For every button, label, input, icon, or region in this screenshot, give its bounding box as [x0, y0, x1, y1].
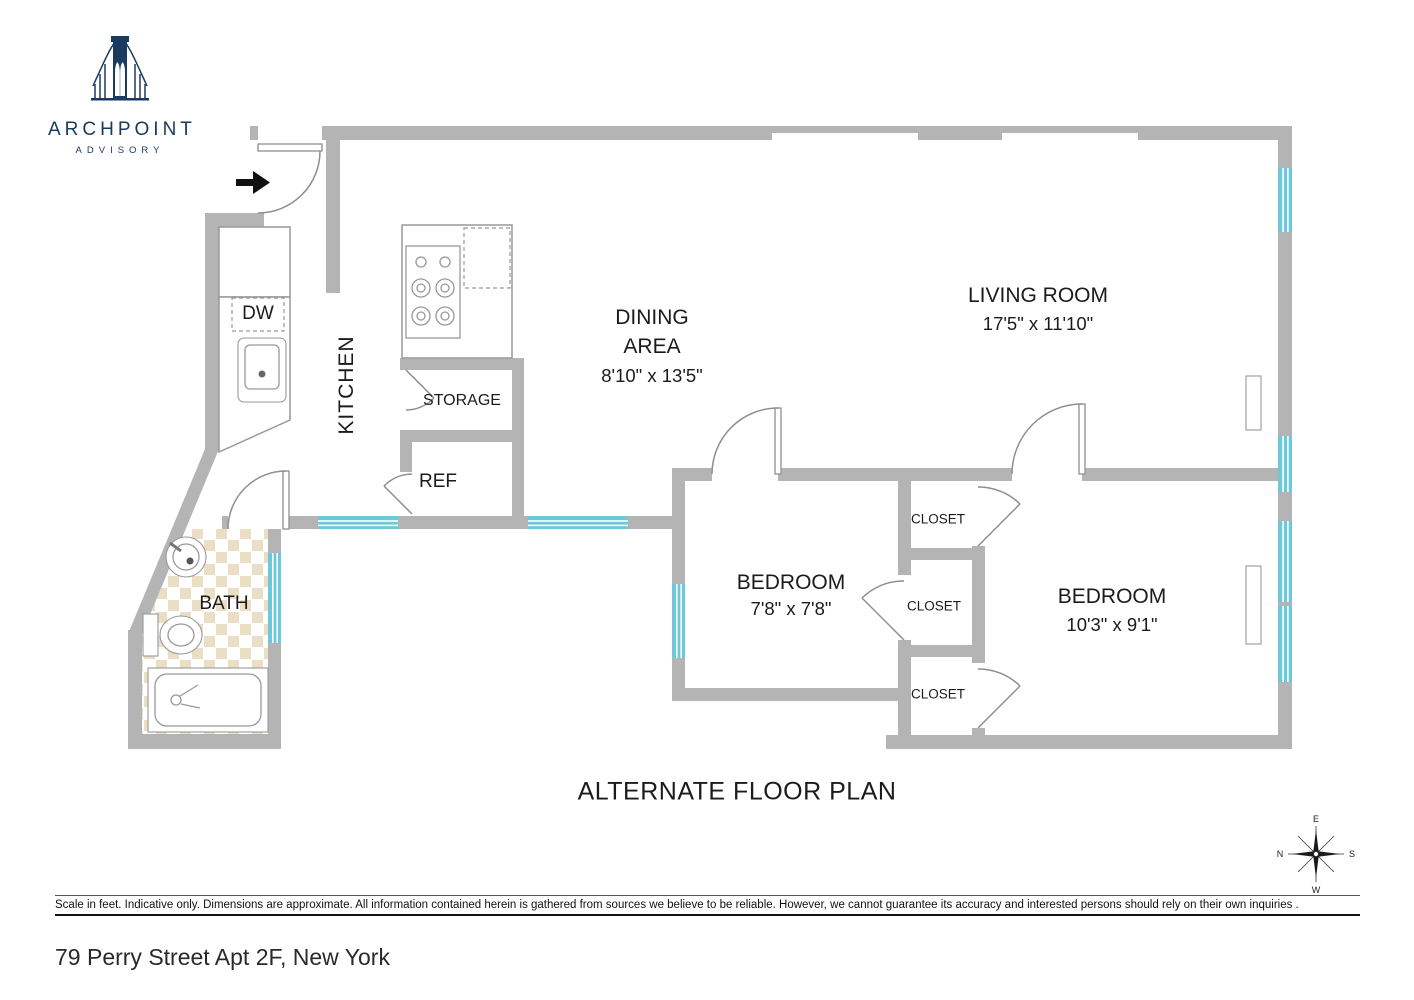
- closet-bottom-door: [977, 668, 1021, 729]
- kitchen-label: KITCHEN: [335, 335, 358, 435]
- logo-tagline: ADVISORY: [75, 145, 165, 156]
- doors: [227, 143, 1086, 729]
- interior-walls: [222, 358, 1278, 749]
- dining-label-line2: AREA: [623, 335, 681, 358]
- compass-east-label: E: [1312, 814, 1320, 824]
- logo-name: ARCHPOINT: [48, 119, 196, 140]
- ref-door: [383, 473, 413, 515]
- archpoint-bridge-icon: [91, 36, 149, 101]
- bedroom2-dims: 10'3" x 9'1": [1066, 614, 1158, 635]
- bedroom2-radiator: [1245, 565, 1262, 645]
- entry-arrow-icon: [236, 171, 270, 194]
- kitchen-sink: [237, 337, 287, 403]
- bathtub: [147, 667, 269, 733]
- compass-south-label: S: [1348, 849, 1356, 859]
- closet-bottom-label: CLOSET: [910, 686, 966, 702]
- address-text: 79 Perry Street Apt 2F, New York: [55, 944, 390, 970]
- disclaimer-text: Scale in feet. Indicative only. Dimensio…: [55, 895, 1360, 916]
- bath-fixtures: [142, 536, 269, 733]
- bedroom1-dims: 7'8" x 7'8": [750, 598, 832, 619]
- living-room-radiator: [1245, 375, 1262, 431]
- plan-title: ALTERNATE FLOOR PLAN: [577, 777, 897, 806]
- bedroom1-label: BEDROOM: [736, 571, 846, 594]
- bedroom1-door: [711, 407, 782, 475]
- exterior-walls: [128, 126, 1292, 749]
- storage-label: STORAGE: [423, 392, 501, 409]
- entry-door: [257, 143, 323, 214]
- bath-door: [227, 470, 290, 530]
- ref-label: REF: [419, 471, 457, 492]
- dishwasher-label: DW: [242, 303, 274, 324]
- bath-sink: [165, 536, 207, 578]
- bedroom2-label: BEDROOM: [1057, 585, 1167, 608]
- compass-north-label: N: [1276, 849, 1284, 859]
- toilet: [142, 613, 203, 657]
- storage-door: [405, 369, 435, 411]
- kitchen-counter-top: [218, 226, 291, 298]
- closet-mid-label: CLOSET: [906, 598, 962, 614]
- dining-dims: 8'10" x 13'5": [601, 365, 703, 386]
- compass-rose: [1288, 826, 1344, 882]
- bath-label: BATH: [199, 593, 249, 614]
- bedroom2-door: [1011, 403, 1086, 475]
- kitchen-fixtures: [218, 224, 513, 454]
- closet-top-label: CLOSET: [910, 511, 966, 527]
- closet-top-door: [977, 486, 1021, 547]
- compass-west-label: W: [1311, 885, 1321, 895]
- windows: [268, 168, 1292, 682]
- closet-mid-door: [861, 580, 905, 641]
- living-room-dims: 17'5" x 11'10": [982, 313, 1094, 334]
- dining-label-line1: DINING: [615, 306, 689, 329]
- living-room-label: LIVING ROOM: [967, 284, 1109, 307]
- radiators: [1245, 375, 1262, 645]
- dishwasher: [231, 297, 285, 332]
- stove: [401, 224, 513, 359]
- logo: ARCHPOINT ADVISORY: [48, 34, 192, 156]
